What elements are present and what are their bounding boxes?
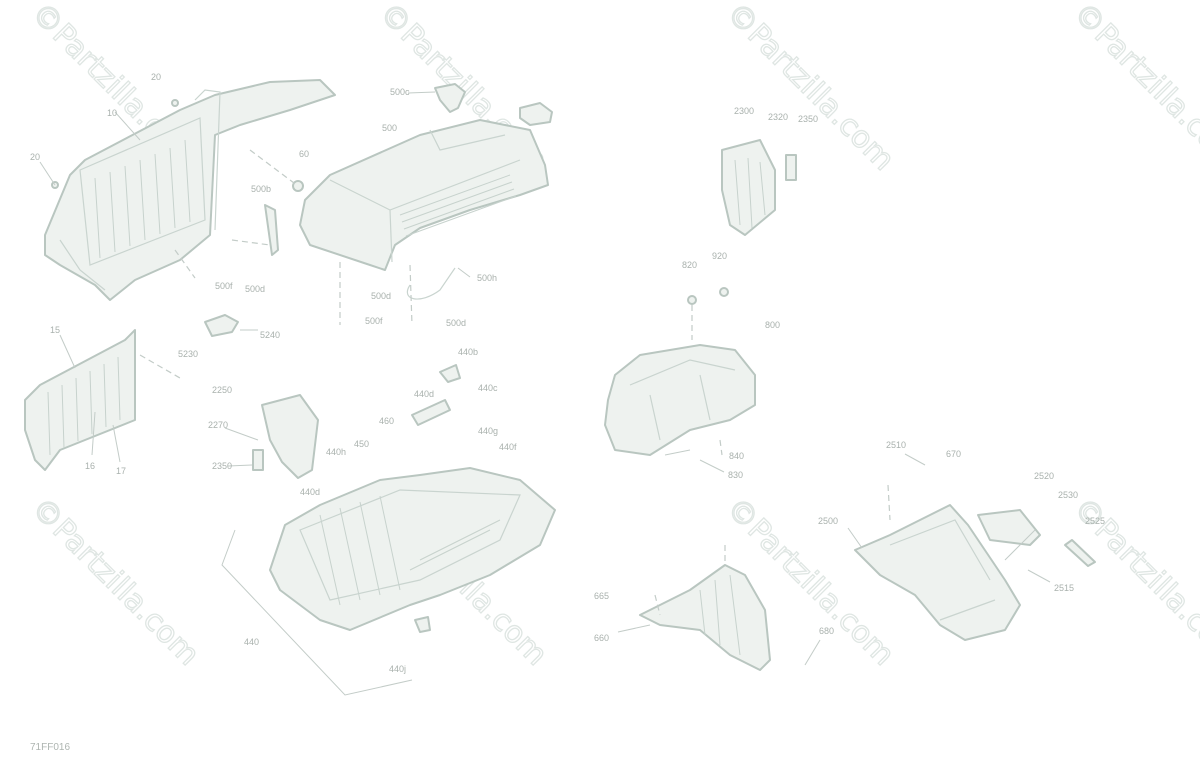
callout-2300: 2300 (734, 106, 754, 116)
part-800-fascia (604, 287, 756, 456)
part-440b (439, 364, 461, 383)
part-2350b (785, 154, 797, 181)
part-440j (414, 616, 431, 633)
callout-440j: 440j (389, 664, 406, 674)
part-500-cover (299, 119, 549, 271)
callout-660: 660 (594, 633, 609, 643)
callout-2515: 2515 (1054, 583, 1074, 593)
callout-440f: 440f (499, 442, 517, 452)
watermark: ©Partzilla.com (1066, 0, 1200, 178)
part-2350 (252, 449, 264, 471)
callout-10: 10 (107, 108, 117, 118)
part-440d (411, 399, 451, 426)
callout-665: 665 (594, 591, 609, 601)
callout-500: 500 (382, 123, 397, 133)
callout-500b: 500b (251, 184, 271, 194)
callout-830: 830 (728, 470, 743, 480)
callout-2500: 2500 (818, 516, 838, 526)
callout-460: 460 (379, 416, 394, 426)
part-2300 (721, 139, 797, 236)
callout-500h: 500h (477, 273, 497, 283)
leader-lines (39, 91, 1051, 696)
callout-2350: 2350 (212, 461, 232, 471)
callout-440h: 440h (326, 447, 346, 457)
callout-500f: 500f (365, 316, 383, 326)
part-820 (687, 295, 697, 305)
callout-800: 800 (765, 320, 780, 330)
part-660-bracket (639, 564, 771, 671)
callout-450: 450 (354, 439, 369, 449)
callout-2250: 2250 (212, 385, 232, 395)
callout-2525: 2525 (1085, 516, 1105, 526)
callout-2320: 2320 (768, 112, 788, 122)
callout-500d: 500d (446, 318, 466, 328)
callout-920: 920 (712, 251, 727, 261)
callout-60: 60 (299, 149, 309, 159)
watermark: ©Partzilla.com (24, 491, 206, 673)
part-15-panel (24, 329, 136, 471)
callout-820: 820 (682, 260, 697, 270)
part-2500-hood (854, 504, 1096, 641)
part-500c-b (519, 102, 553, 126)
callout-500d: 500d (245, 284, 265, 294)
callout-440c: 440c (478, 383, 498, 393)
part-500c (434, 83, 466, 113)
callout-2510: 2510 (886, 440, 906, 450)
callout-17: 17 (116, 466, 126, 476)
part-2520 (977, 509, 1041, 546)
callout-15: 15 (50, 325, 60, 335)
callout-440: 440 (244, 637, 259, 647)
callout-670: 670 (946, 449, 961, 459)
callout-500f: 500f (215, 281, 233, 291)
small-parts-upper (51, 83, 553, 337)
callout-2350: 2350 (798, 114, 818, 124)
callout-440g: 440g (478, 426, 498, 436)
part-60 (292, 180, 304, 192)
callout-440d: 440d (300, 487, 320, 497)
callout-440d: 440d (414, 389, 434, 399)
callout-20: 20 (30, 152, 40, 162)
part-920 (719, 287, 729, 297)
part-500b (264, 204, 279, 256)
part-2525 (1064, 539, 1096, 567)
callout-840: 840 (729, 451, 744, 461)
callout-20: 20 (151, 72, 161, 82)
part-500h (406, 267, 456, 300)
callout-16: 16 (85, 461, 95, 471)
figure-code: 71FF016 (30, 742, 70, 753)
callout-2520: 2520 (1034, 471, 1054, 481)
callout-680: 680 (819, 626, 834, 636)
part-10-frame (44, 79, 336, 301)
callout-440b: 440b (458, 347, 478, 357)
callout-2530: 2530 (1058, 490, 1078, 500)
part-20a (171, 99, 179, 107)
callout-500d: 500d (371, 291, 391, 301)
callout-5230: 5230 (178, 349, 198, 359)
callout-labels: 20 10 20 60 500c 500 500b 500f 500d 500h… (30, 72, 1105, 674)
callout-500c: 500c (390, 87, 410, 97)
callout-5240: 5240 (260, 330, 280, 340)
callout-2270: 2270 (208, 420, 228, 430)
part-5230 (204, 314, 239, 337)
part-2250-bracket (252, 394, 319, 479)
part-440-tub (269, 364, 556, 633)
